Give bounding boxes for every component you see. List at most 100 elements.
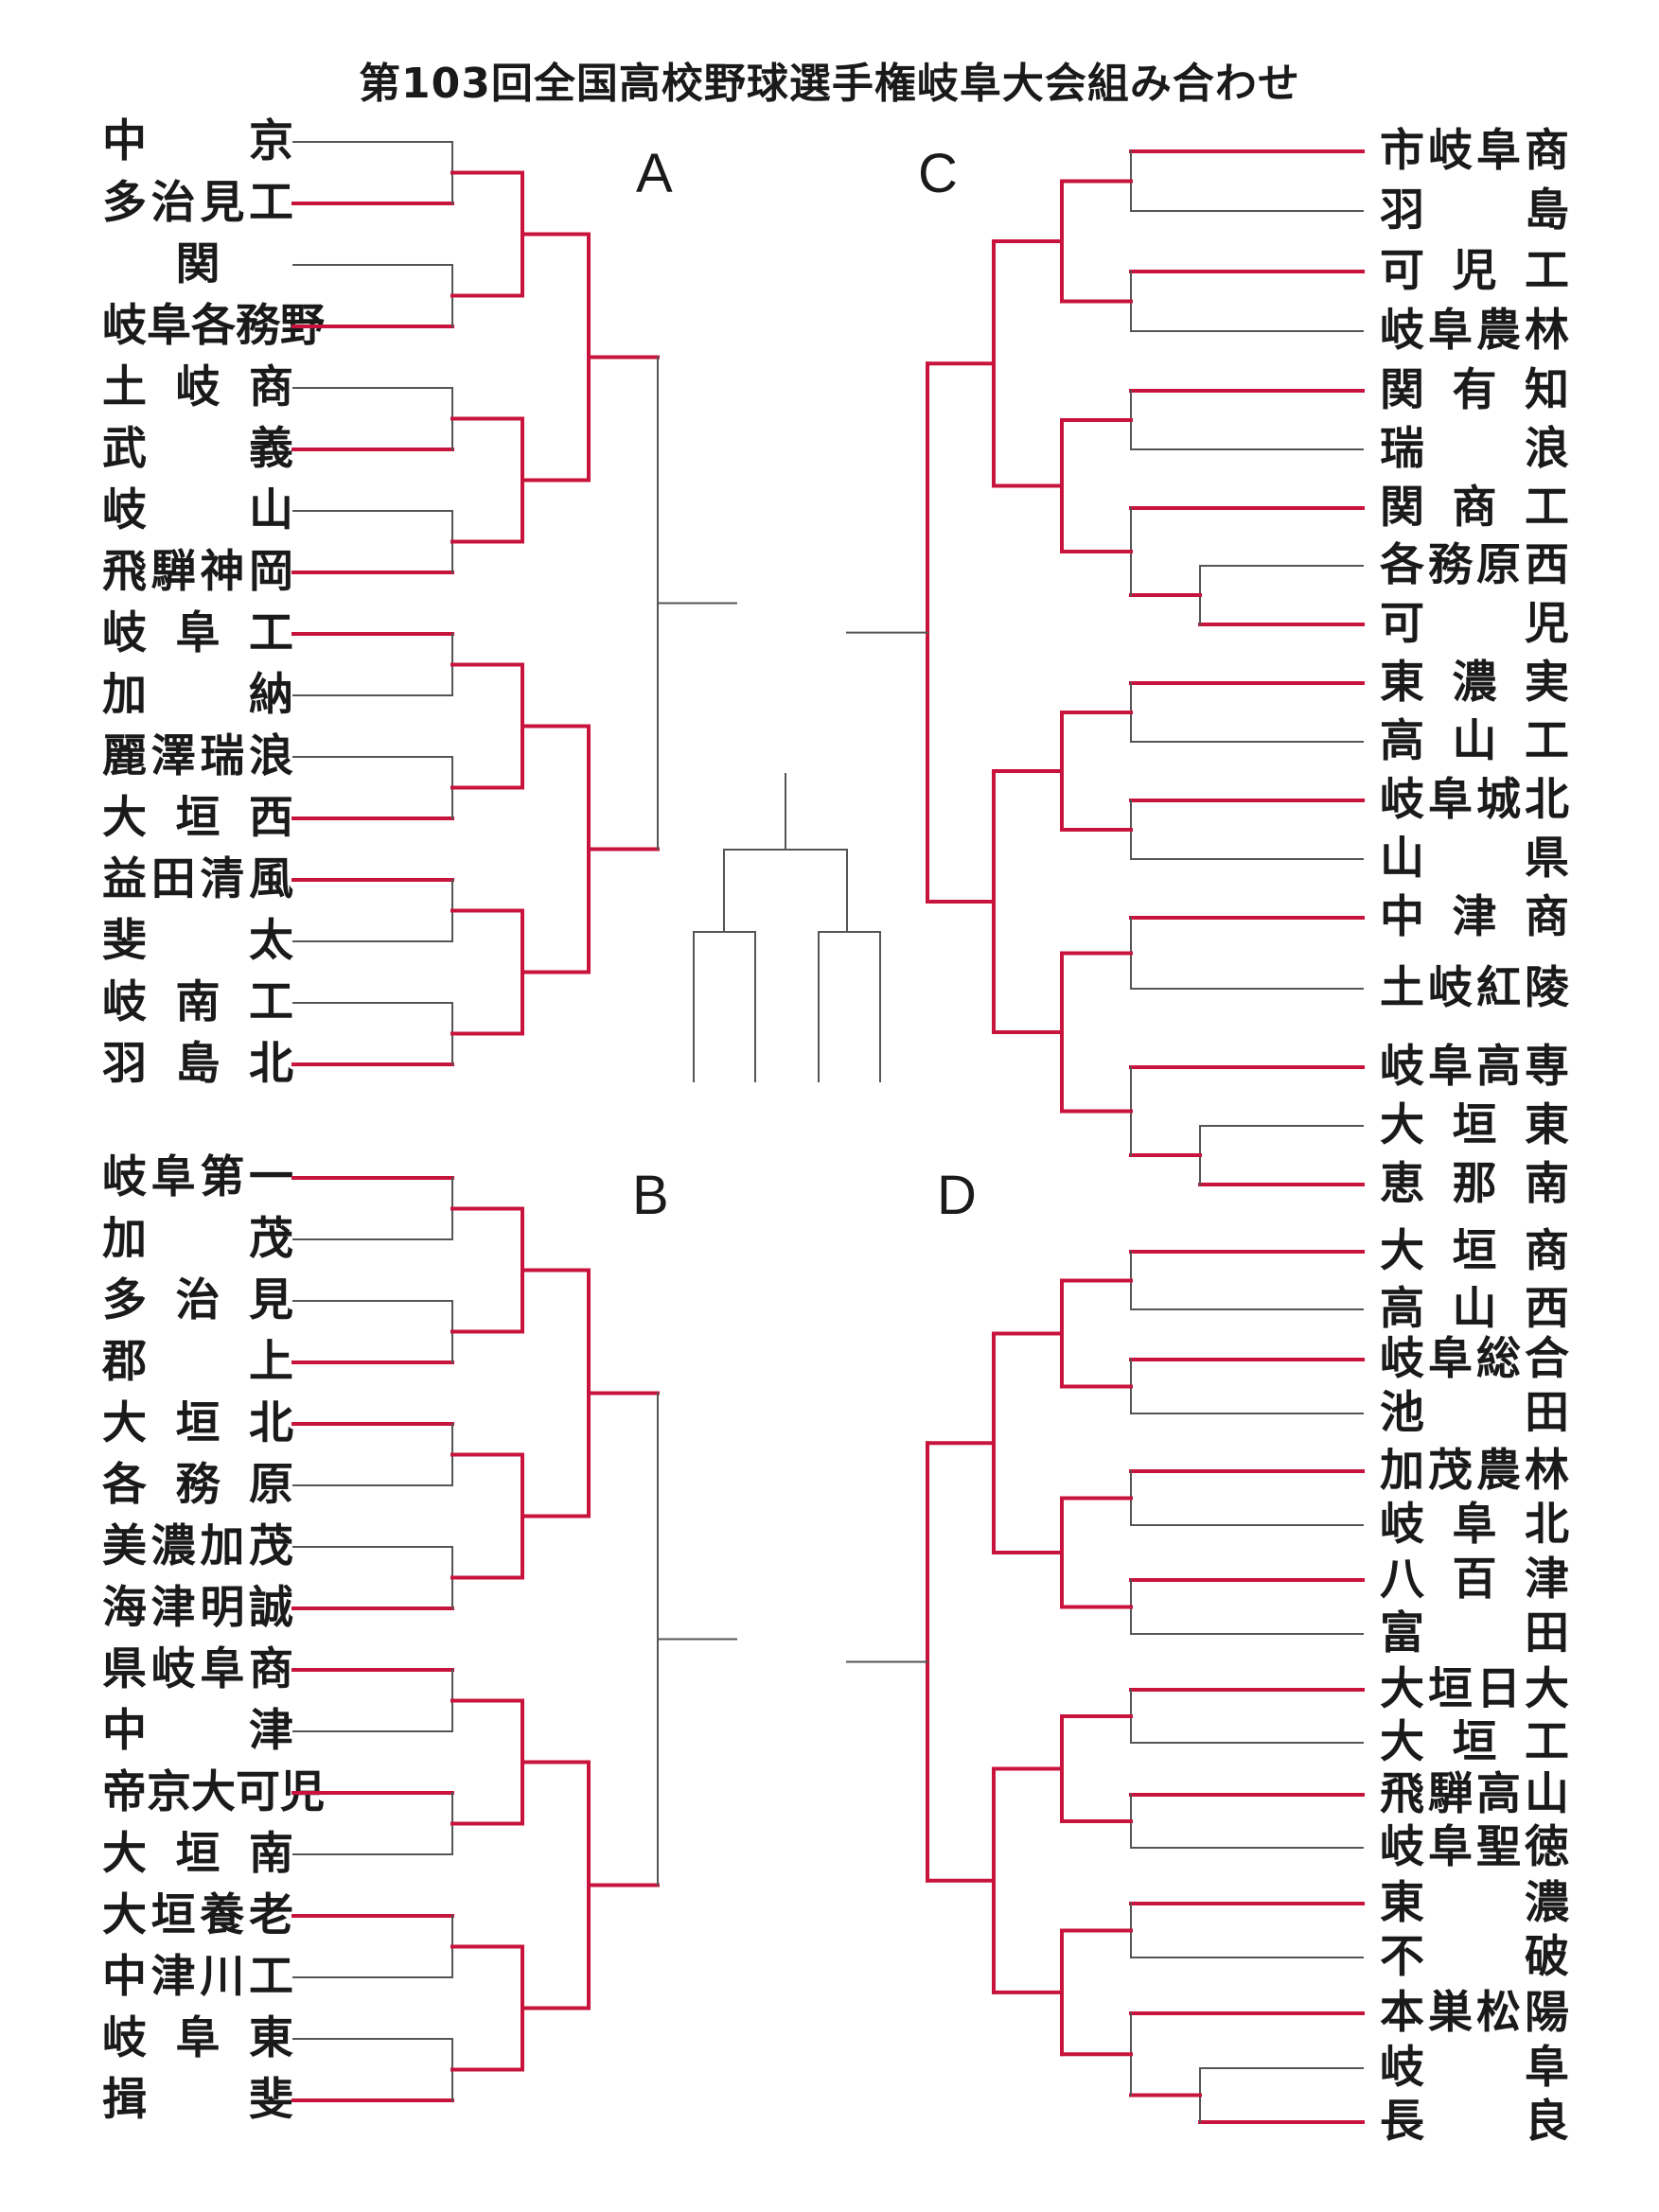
team-name-char: 土 bbox=[102, 361, 147, 413]
team-name-char: 城 bbox=[1476, 774, 1521, 826]
team-name-char: 市 bbox=[1380, 125, 1424, 177]
team-name-char: 工 bbox=[248, 177, 293, 229]
team-name-char: 大 bbox=[1380, 1225, 1424, 1277]
team-name-char: 大 bbox=[102, 1397, 147, 1449]
team-name-char: 可 bbox=[1380, 598, 1424, 650]
team-name-char: 垣 bbox=[150, 1889, 196, 1941]
team-name-char: 務 bbox=[236, 300, 280, 352]
team-name-char: 風 bbox=[248, 853, 293, 905]
team-name-char: 工 bbox=[249, 607, 293, 659]
team-name-char: 南 bbox=[1525, 1158, 1569, 1210]
team-name-char: 中 bbox=[1380, 891, 1424, 943]
team-name-char: 騨 bbox=[150, 546, 196, 598]
team-name-char: 巣 bbox=[1428, 1987, 1473, 2039]
team-name-char: 山 bbox=[1525, 1768, 1569, 1820]
team-name-char: 東 bbox=[1380, 657, 1424, 709]
team-name-char: 武 bbox=[102, 423, 147, 475]
team-d-1: 大垣商 bbox=[1380, 1226, 1569, 1277]
team-a-12: 大垣西 bbox=[102, 793, 293, 844]
team-name-char: 池 bbox=[1380, 1387, 1424, 1439]
team-name-char: 浪 bbox=[1525, 423, 1569, 475]
team-name-char: 原 bbox=[1476, 539, 1521, 591]
team-name-char: 治 bbox=[150, 177, 196, 229]
team-name-char: 誠 bbox=[248, 1582, 293, 1634]
team-name-char: 麗 bbox=[102, 730, 147, 782]
team-name-char: 茂 bbox=[1428, 1445, 1473, 1497]
team-b-15: 岐阜東 bbox=[102, 2013, 293, 2064]
team-name-char: 岡 bbox=[248, 546, 293, 598]
team-name-char: 多 bbox=[102, 1274, 147, 1326]
team-name-char: 岐 bbox=[102, 300, 147, 352]
team-name-char: 可 bbox=[1380, 245, 1424, 297]
team-name-char: 工 bbox=[248, 1951, 293, 2003]
team-name-char: 山 bbox=[1452, 1283, 1497, 1335]
team-name-char: 工 bbox=[249, 976, 293, 1028]
team-d-9: 大垣日大 bbox=[1380, 1664, 1569, 1715]
team-name-char: 富 bbox=[1380, 1607, 1424, 1659]
team-name-char: 大 bbox=[102, 1828, 147, 1880]
team-name-char: 岐 bbox=[1380, 305, 1424, 357]
team-a-3: 関 bbox=[102, 239, 293, 290]
team-name-char: 田 bbox=[150, 853, 196, 905]
team-name-char: 中 bbox=[102, 1951, 147, 2003]
team-name-char: 納 bbox=[249, 669, 293, 721]
team-a-7: 岐山 bbox=[102, 485, 293, 536]
team-d-12: 岐阜聖徳 bbox=[1380, 1822, 1569, 1873]
team-name-char: 斐 bbox=[249, 2074, 293, 2126]
team-name-char: 工 bbox=[1525, 245, 1569, 297]
team-name-char: 農 bbox=[1476, 1445, 1521, 1497]
team-name-char: 総 bbox=[1476, 1333, 1521, 1385]
team-name-char: 岐 bbox=[1380, 1041, 1424, 1093]
team-name-char: 児 bbox=[1525, 598, 1569, 650]
team-b-14: 中津川工 bbox=[102, 1952, 293, 2003]
team-d-13: 東濃 bbox=[1380, 1878, 1569, 1929]
team-name-char: 岐 bbox=[102, 484, 147, 536]
team-name-char: 大 bbox=[1380, 1099, 1424, 1151]
team-name-char: 島 bbox=[175, 1038, 221, 1090]
team-name-char: 恵 bbox=[1380, 1158, 1424, 1210]
team-name-char: 農 bbox=[1476, 305, 1521, 357]
team-b-13: 大垣養老 bbox=[102, 1890, 293, 1941]
team-name-char: 川 bbox=[200, 1951, 245, 2003]
team-b-6: 各務原 bbox=[102, 1460, 293, 1511]
team-name-char: 商 bbox=[1525, 1225, 1569, 1277]
team-name-char: 見 bbox=[200, 177, 245, 229]
team-a-15: 岐南工 bbox=[102, 977, 293, 1028]
team-name-char: 岐 bbox=[1380, 1333, 1424, 1385]
team-name-char: 海 bbox=[102, 1582, 147, 1634]
team-c-18: 恵那南 bbox=[1380, 1159, 1569, 1210]
team-b-11: 帝京大可児 bbox=[102, 1766, 325, 1818]
team-name-char: 日 bbox=[1476, 1663, 1521, 1715]
team-name-char: 岐 bbox=[175, 361, 221, 413]
team-name-char: 斐 bbox=[102, 915, 147, 967]
team-name-char: 土 bbox=[1380, 962, 1424, 1014]
team-name-char: 林 bbox=[1525, 305, 1569, 357]
team-a-10: 加納 bbox=[102, 670, 293, 721]
team-name-char: 瑞 bbox=[1380, 423, 1424, 475]
team-name-char: 工 bbox=[1525, 482, 1569, 534]
team-name-char: 阜 bbox=[1428, 1821, 1473, 1873]
team-name-char: 垣 bbox=[175, 792, 221, 844]
team-name-char: 益 bbox=[102, 853, 147, 905]
team-name-char: 商 bbox=[249, 361, 293, 413]
team-b-9: 県岐阜商 bbox=[102, 1644, 293, 1695]
team-name-char: 茂 bbox=[248, 1520, 293, 1572]
team-name-char: 商 bbox=[1525, 891, 1569, 943]
team-a-6: 武義 bbox=[102, 424, 293, 475]
team-name-char: 京 bbox=[147, 1766, 191, 1818]
team-name-char: 津 bbox=[150, 1582, 196, 1634]
block-label-a: A bbox=[636, 143, 673, 204]
team-name-char: 東 bbox=[249, 2012, 293, 2064]
team-b-16: 揖斐 bbox=[102, 2075, 293, 2126]
team-name-char: 濃 bbox=[1525, 1877, 1569, 1929]
team-a-14: 斐太 bbox=[102, 916, 293, 967]
team-name-char: 郡 bbox=[102, 1336, 147, 1388]
team-name-char: 加 bbox=[102, 669, 147, 721]
block-label-d: D bbox=[937, 1165, 977, 1226]
team-name-char: 清 bbox=[200, 853, 245, 905]
team-a-9: 岐阜工 bbox=[102, 608, 293, 659]
team-name-char: 阜 bbox=[175, 2012, 221, 2064]
team-name-char: 神 bbox=[200, 546, 245, 598]
team-c-7: 関商工 bbox=[1380, 483, 1569, 534]
team-name-char: 阜 bbox=[200, 1643, 245, 1695]
